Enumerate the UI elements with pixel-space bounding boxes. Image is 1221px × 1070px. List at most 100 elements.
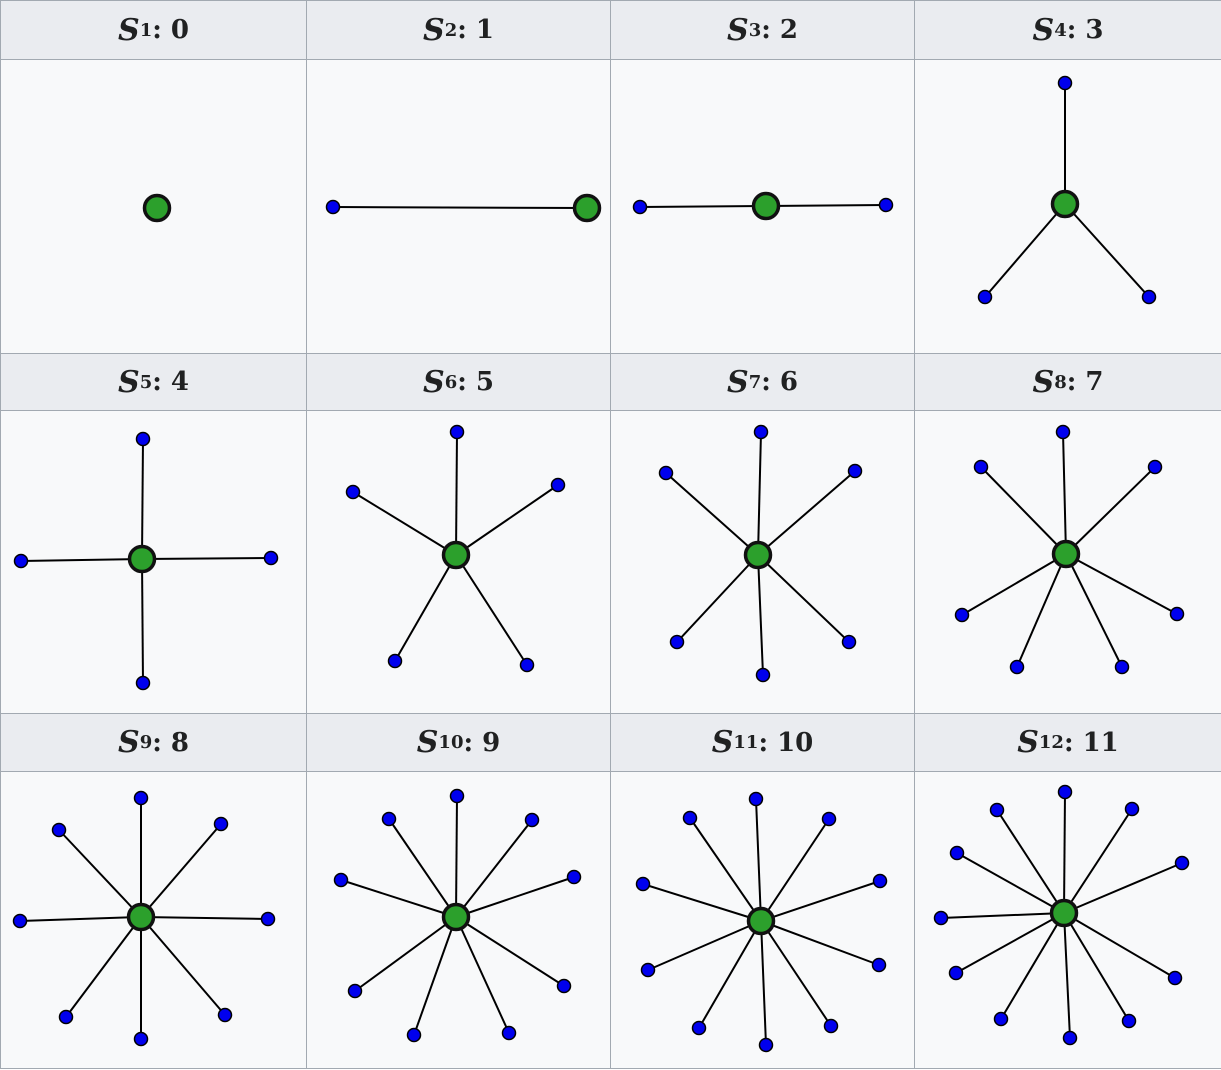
graph-symbol: S [1017,725,1039,760]
graph-cell [306,771,611,1069]
leaf-node [954,607,970,623]
star-graph [954,424,1185,675]
graph-cell [610,410,915,714]
star-graph [12,790,276,1047]
graph-edge [642,883,762,922]
leaf-node [556,978,572,994]
graph-edge [340,879,457,918]
graph-edge [332,206,588,209]
graph-value: 8 [170,727,189,758]
leaf-node [217,1007,233,1023]
graph-value: 9 [482,727,501,758]
graph-symbol: S [423,12,445,48]
graph-edge [141,438,144,560]
graph-edge [455,484,559,556]
center-node [441,902,471,932]
header-separator: : [152,367,171,397]
graph-index: 6 [444,371,458,393]
graph-symbol: S [1032,12,1055,48]
star-graph [345,424,566,673]
header-separator: : [457,367,476,397]
leaf-node [347,983,363,999]
leaf-node [1124,801,1140,817]
header-separator: : [152,727,171,758]
leaf-node [58,1009,74,1025]
leaf-node [13,553,29,569]
leaf-node [501,1025,517,1041]
graph-edge [980,466,1067,555]
leaf-node [993,1011,1009,1027]
leaf-node [550,477,566,493]
star-graph [333,788,582,1043]
leaf-node [381,811,397,827]
graph-symbol: S [711,725,734,760]
leaf-node [878,197,894,213]
graph-index: 5 [139,371,153,393]
star-graph [933,784,1190,1046]
header-separator: : [463,727,483,758]
graph-edge [760,920,832,1027]
leaf-node [1057,784,1073,800]
graph-value: 2 [779,15,798,45]
graph-edge [141,558,144,684]
graph-edge [455,795,458,918]
graph-symbol: S [423,364,445,400]
header-separator: : [152,15,171,45]
graph-edge [757,554,850,643]
leaf-node [841,634,857,650]
star-graph [977,75,1157,305]
leaf-node [519,657,535,673]
graph-edge [1063,791,1066,914]
graph-value: 3 [1085,15,1104,45]
leaf-node [524,812,540,828]
graph-symbol: S [416,725,439,760]
graph-edge [1063,808,1133,914]
leaf-node [1174,855,1190,871]
center-node [127,544,157,574]
graph-edge [665,472,759,556]
graph-edge [760,818,830,922]
star-graph [325,193,602,223]
graph-value: 5 [475,367,494,397]
graph-index: 4 [1054,19,1067,41]
graph-edge [1065,553,1178,615]
graph-edge [689,817,762,922]
header-separator: : [761,367,780,397]
center-node [1049,898,1079,928]
graph-edge [698,920,762,1029]
graph-edge [140,916,269,920]
graph-edge [984,203,1066,298]
leaf-node [1167,970,1183,986]
graph-value: 1 [475,15,494,45]
leaf-node [12,913,28,929]
graph-cell [914,59,1221,354]
leaf-node [135,675,151,691]
leaf-node [989,802,1005,818]
star-graph [632,191,894,221]
graph-edge [1063,912,1130,1022]
leaf-node [640,962,656,978]
center-node [142,193,172,223]
graph-value: 6 [779,367,798,397]
center-node [1051,539,1081,569]
graph-cell [914,771,1221,1069]
graph-edge [352,491,457,556]
center-node [1050,189,1080,219]
leaf-node [948,965,964,981]
graph-edge [20,558,143,562]
leaf-node [325,199,341,215]
leaf-node [691,1020,707,1036]
header-separator: : [1066,15,1086,45]
leaf-node [973,459,989,475]
graph-edge [1000,912,1065,1020]
center-node [441,540,471,570]
leaf-node [669,634,685,650]
leaf-node [933,910,949,926]
graph-edge [765,204,887,207]
graph-value: 4 [170,367,189,397]
